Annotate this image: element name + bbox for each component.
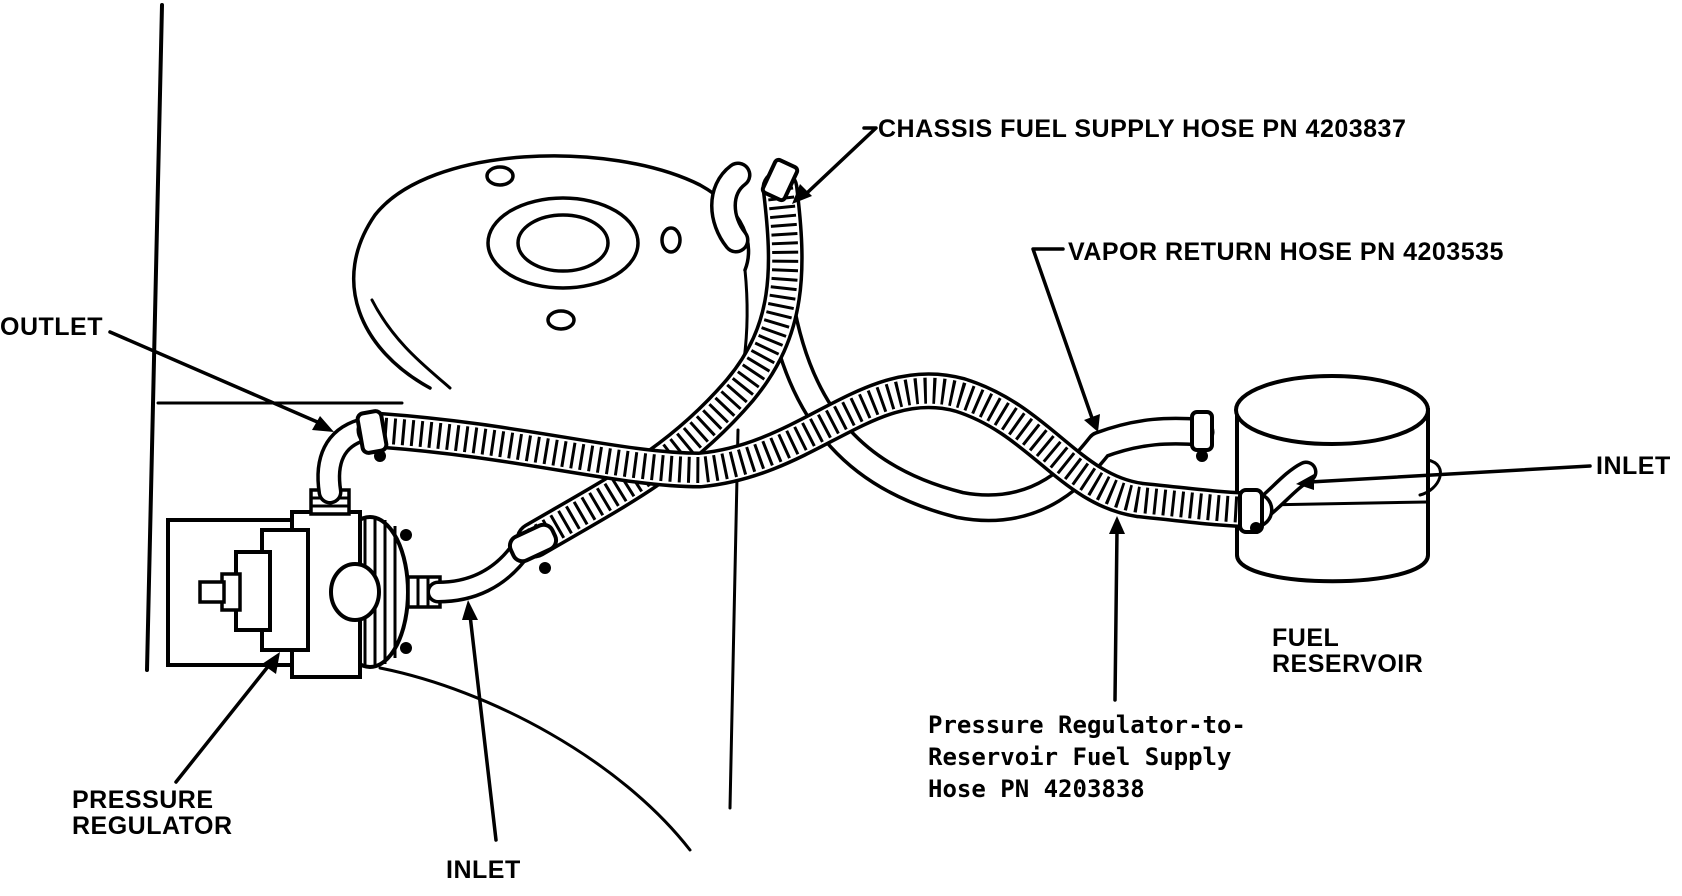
regulator-to-reservoir-hose-label-line3: Hose PN 4203838 — [928, 775, 1145, 803]
fuel-reservoir-label-line1: FUEL — [1272, 624, 1339, 652]
pressure-regulator-label-line1: PRESSURE — [72, 786, 214, 814]
regulator-inlet-label: INLET — [446, 856, 521, 884]
pressure-regulator — [166, 488, 442, 679]
chassis-fuel-supply-hose-label: CHASSIS FUEL SUPPLY HOSE PN 4203837 — [878, 115, 1406, 143]
leader-lines — [108, 126, 1592, 842]
hose-clamps — [355, 157, 1264, 574]
regulator-to-reservoir-hose-label-line2: Reservoir Fuel Supply — [928, 743, 1231, 771]
hoses — [316, 161, 1318, 604]
pressure-regulator-to-reservoir-fuel-supply-hose-fill — [360, 375, 1270, 525]
chassis-hose-return-loop-fill — [713, 165, 748, 250]
pressure-regulator-label-line2: REGULATOR — [72, 812, 233, 840]
outlet-label: OUTLET — [0, 313, 103, 341]
reservoir-inlet-label: INLET — [1596, 452, 1671, 480]
chassis-fuel-supply-hose-corrugation — [527, 186, 799, 552]
fuel-tank-housing — [351, 154, 751, 390]
fuel-reservoir-label-line2: RESERVOIR — [1272, 650, 1423, 678]
regulator-to-reservoir-hose-label-line1: Pressure Regulator-to- — [928, 711, 1246, 739]
labels: CHASSIS FUEL SUPPLY HOSE PN 4203837 VAPO… — [0, 115, 1671, 884]
regulator-inlet-tube-fill — [430, 540, 530, 600]
outlet-elbow-hose-fill — [319, 421, 371, 501]
vapor-return-hose-label: VAPOR RETURN HOSE PN 4203535 — [1068, 238, 1504, 266]
background-structure — [145, 3, 740, 852]
fuel-reservoir — [1234, 374, 1442, 584]
